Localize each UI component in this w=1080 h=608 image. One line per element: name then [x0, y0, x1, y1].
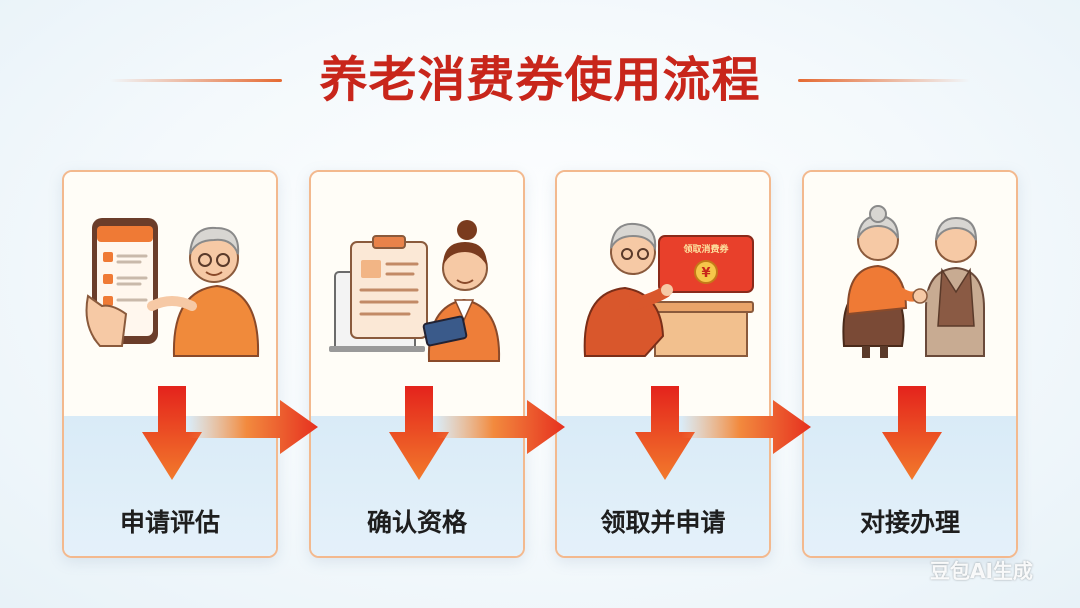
step-label: 确认资格	[311, 506, 523, 540]
step-label: 对接办理	[804, 506, 1016, 540]
elder-with-smartphone-icon	[82, 196, 262, 366]
step-label: 申请评估	[64, 506, 276, 540]
title-area: 养老消费券使用流程	[0, 40, 1080, 120]
step-card-3: 领取消费券 ¥ 领取并申请	[555, 170, 771, 558]
watermark: 豆包AI生成	[930, 556, 1060, 586]
step-card-2: 确认资格	[309, 170, 525, 558]
step-card-4: 对接办理	[802, 170, 1018, 558]
right-arrow-icon	[435, 400, 565, 454]
right-arrow-icon	[681, 400, 811, 454]
down-arrow-icon	[882, 386, 942, 480]
step-label: 领取并申请	[557, 506, 769, 540]
elder-with-voucher-icon: 领取消费券 ¥	[575, 196, 755, 366]
voucher-symbol: ¥	[701, 266, 710, 281]
right-arrow-icon	[188, 400, 318, 454]
handshake-elders-icon	[822, 196, 1002, 366]
staff-with-clipboard-icon	[329, 196, 509, 366]
title-decor-line-left	[110, 79, 282, 82]
step-card-1: 申请评估	[62, 170, 278, 558]
voucher-text: 领取消费券	[683, 243, 729, 255]
page-title: 养老消费券使用流程	[290, 50, 790, 110]
title-decor-line-right	[798, 79, 970, 82]
